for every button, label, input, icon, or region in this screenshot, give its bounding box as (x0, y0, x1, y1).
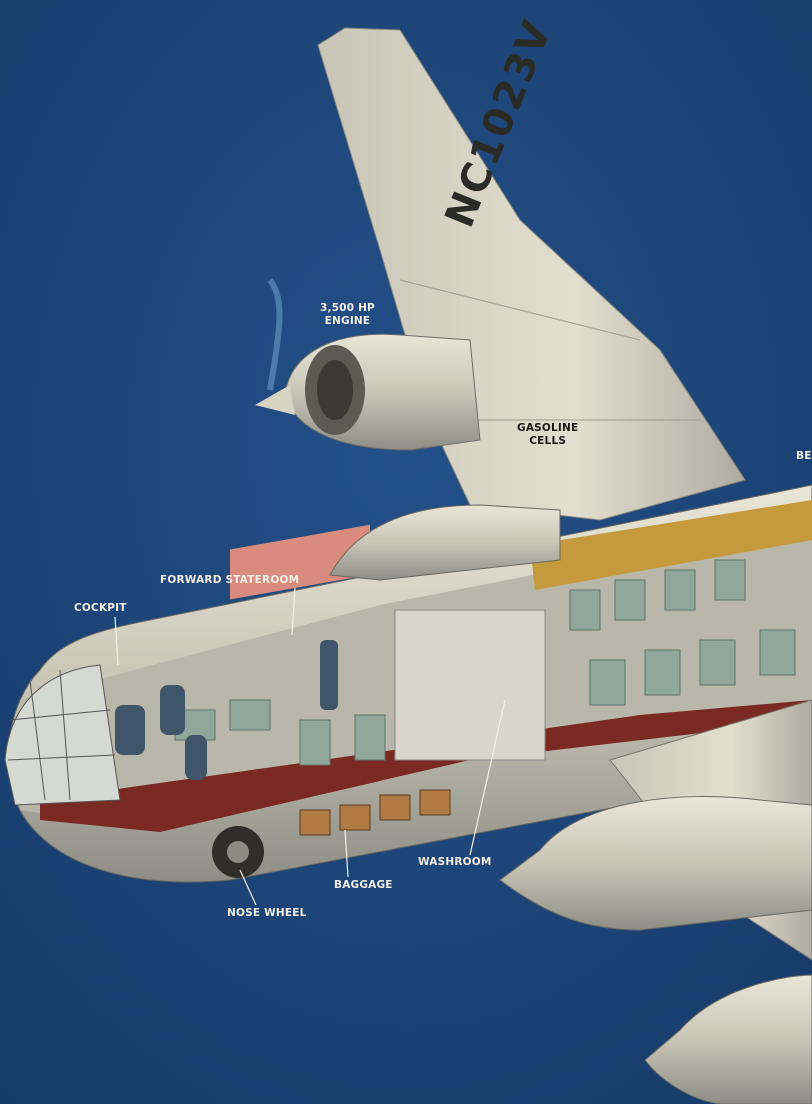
label-nose-wheel: NOSE WHEEL (227, 907, 307, 919)
cockpit-glazing (4, 664, 121, 806)
label-gasoline-line2: CELLS (529, 435, 567, 447)
cabin-floor (40, 700, 812, 832)
label-washroom: WASHROOM (418, 856, 492, 868)
label-engine-line1: 3,500 HP (320, 302, 375, 314)
label-gasoline-cells: GASOLINE CELLS (517, 422, 578, 448)
label-gasoline-line1: GASOLINE (517, 422, 579, 434)
label-engine: 3,500 HP ENGINE (320, 302, 375, 328)
stateroom-wall (230, 524, 370, 600)
inner-engine-nacelle (329, 504, 561, 581)
cabin-wall-gold (530, 500, 812, 590)
lower-engine-1 (499, 796, 812, 931)
passenger-seats (174, 559, 796, 766)
baggage-hold (299, 789, 451, 836)
label-cockpit: COCKPIT (74, 602, 127, 614)
crew-figures (115, 640, 338, 780)
upper-engine (255, 278, 481, 451)
leader-lines (114, 587, 506, 906)
label-forward-stateroom: FORWARD STATEROOM (160, 574, 300, 586)
washroom-compartment (394, 609, 546, 761)
label-engine-line2: ENGINE (324, 315, 371, 327)
label-baggage: BAGGAGE (334, 879, 393, 891)
label-partial-right: BE (796, 450, 812, 462)
